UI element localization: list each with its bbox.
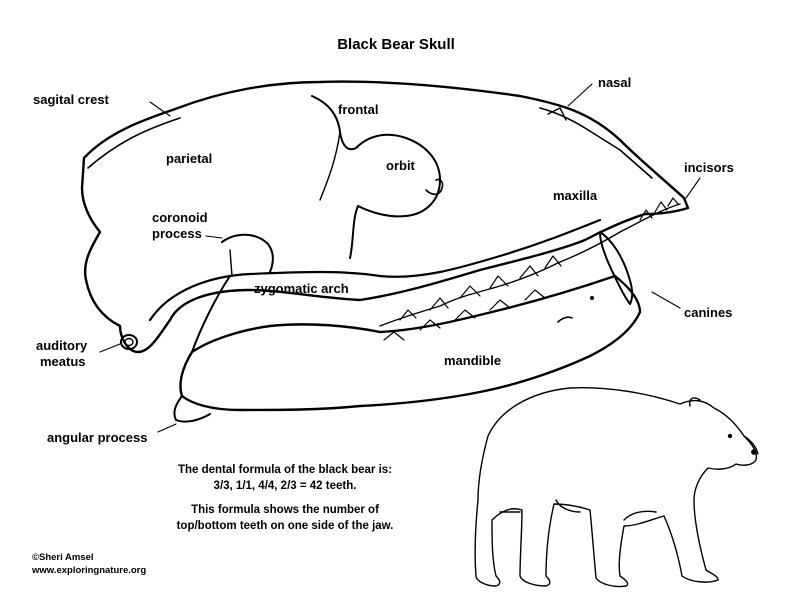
bear-ear [688,397,701,407]
coronoid-process-shape [221,233,274,273]
parietal-suture [319,131,341,201]
dental-note-line4: top/bottom teeth on one side of the jaw. [176,520,394,532]
auditory-meatus-inner [124,337,134,347]
mandible-ramus [191,275,231,353]
label-nasal: nasal [598,75,632,90]
bear-leg-lines [499,499,657,521]
label-incisors: incisors [684,160,734,175]
nasal-bone [539,107,653,179]
leader-lines [99,83,701,433]
label-frontal: frontal [338,102,379,117]
label-auditory-1: auditory [36,338,88,353]
bear-body-outline [474,386,758,588]
foramen-dot [589,295,595,301]
coronoid-line [229,249,233,277]
leader-auditory-meatus [99,343,121,353]
dental-note-line2: 3/3, 1/1, 4/4, 2/3 = 42 teeth. [213,480,357,492]
label-zygomatic-arch: zygomatic arch [254,281,349,296]
dental-note-line1: The dental formula of the black bear is: [177,464,393,476]
label-coronoid-2: process [152,226,202,241]
label-maxilla: maxilla [553,188,598,203]
label-coronoid-1: coronoid [152,210,208,225]
auditory-meatus-shape [120,334,138,350]
orbit-notch [425,178,444,196]
leader-sagital-crest [149,101,171,117]
bear-eye [727,433,733,439]
diagram-title: Black Bear Skull [337,36,455,53]
label-auditory-2: meatus [40,354,86,369]
label-canines: canines [684,305,733,320]
bear-nose [751,449,757,455]
label-mandible: mandible [444,353,502,368]
angular-process-shape [173,395,211,423]
mandible-outline [179,274,642,412]
label-angular-process: angular process [47,430,148,445]
label-orbit: orbit [386,158,415,173]
leader-coronoid [205,235,223,239]
frontal-suture [311,95,441,259]
leader-nasal [567,83,593,107]
lower-tooth-row [383,289,546,341]
upper-teeth-detail [399,197,679,321]
mental-foramen [557,316,573,323]
leader-canines [651,291,681,309]
credit-site: www.exploringnature.org [32,565,147,576]
canine-tooth [599,231,634,305]
sagital-crest-ridge [87,117,181,169]
bear-snout [743,435,759,455]
cranium-outline [80,80,690,354]
leader-incisors [685,177,701,199]
label-parietal: parietal [166,151,213,166]
credit-author: ©Sheri Amsel [32,552,94,563]
zygomatic-arch-shape [148,218,602,322]
upper-tooth-row [379,203,681,327]
dental-note-line3: This formula shows the number of [191,504,379,516]
leader-angular-process [157,423,177,433]
nasal-bone-tip [547,107,567,121]
label-sagital-crest: sagital crest [33,92,109,107]
